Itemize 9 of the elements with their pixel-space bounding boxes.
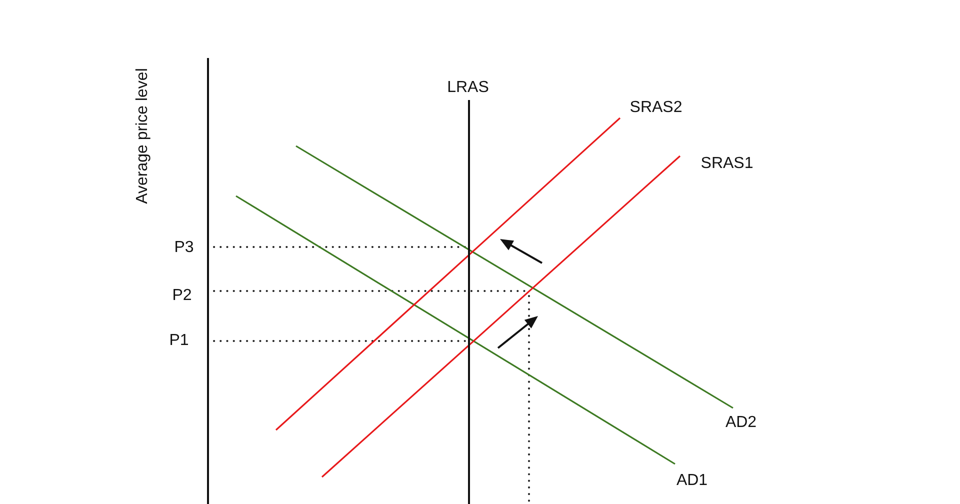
price-label: P3 <box>174 240 194 256</box>
curve-label: SRAS1 <box>700 156 754 172</box>
curve-label: LRAS <box>447 80 489 96</box>
curve-label: AD1 <box>676 473 708 489</box>
curve-label: SRAS2 <box>630 100 682 116</box>
price-label: P1 <box>169 333 189 349</box>
curve-label: AD2 <box>725 415 757 431</box>
price-label: P2 <box>172 288 192 304</box>
axis-title: Average price level <box>135 68 151 204</box>
